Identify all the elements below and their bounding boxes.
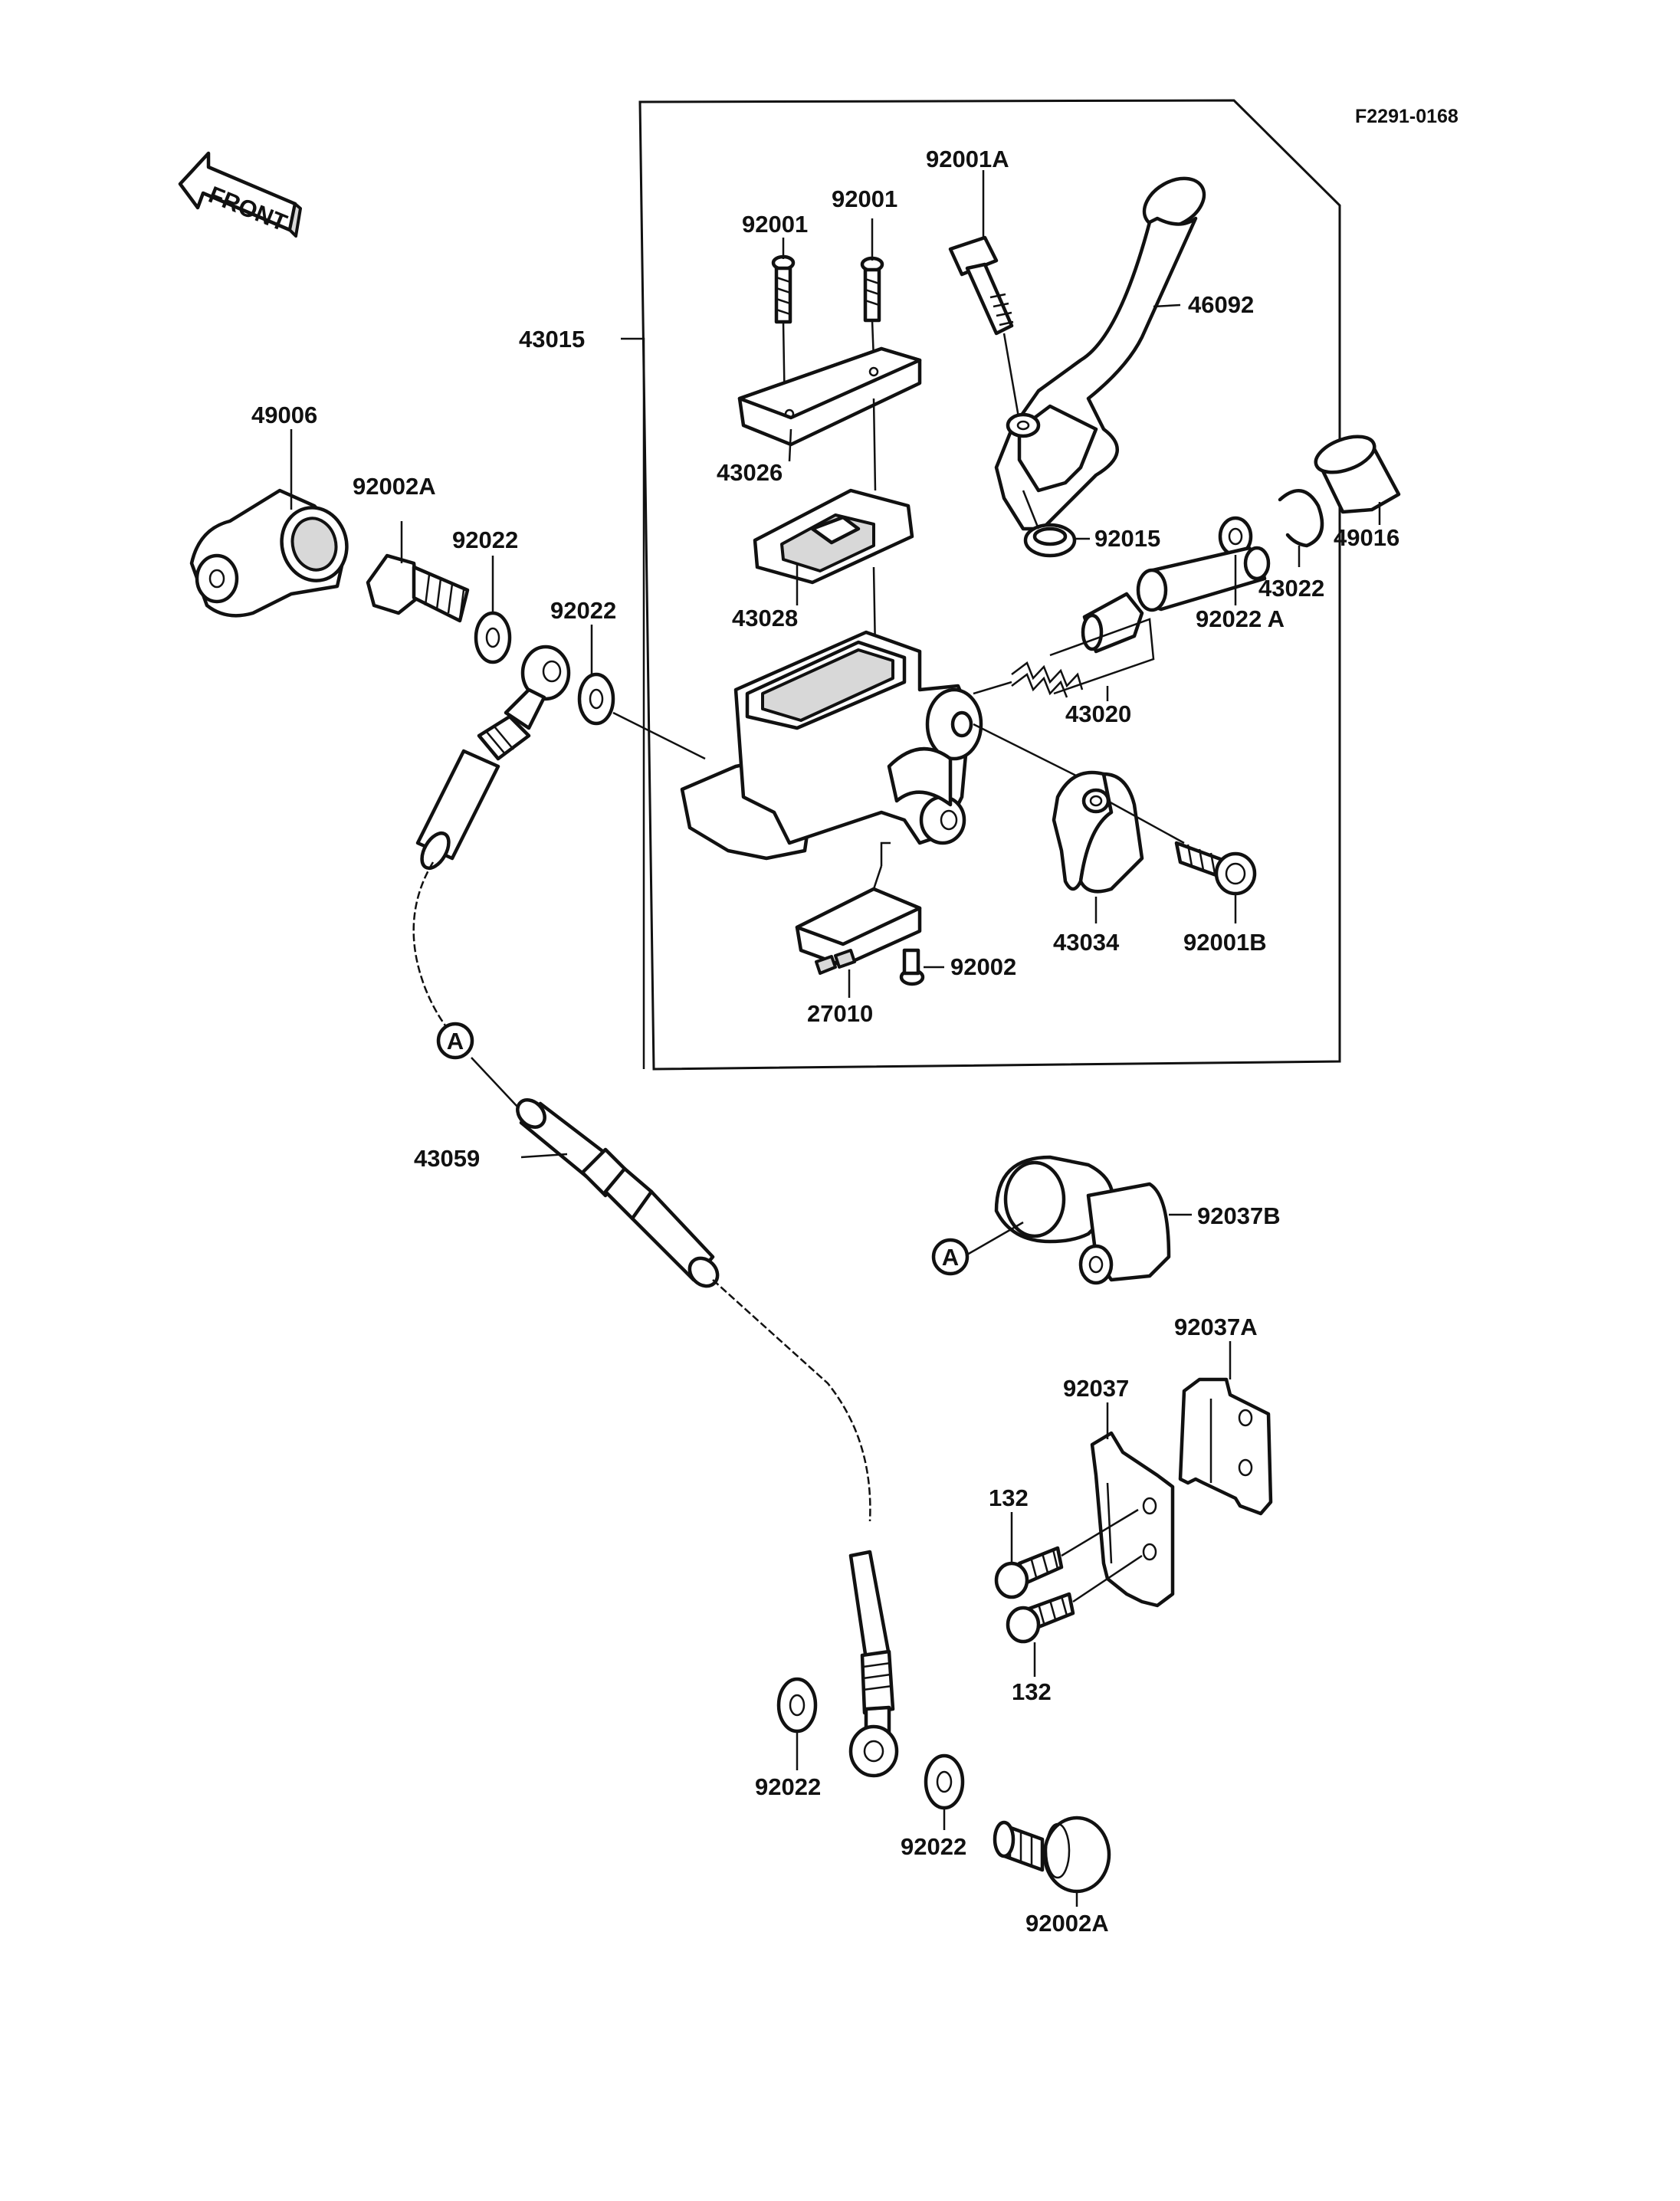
label-92001A: 92001A [926,146,1009,172]
banjo-cover-49006 [189,488,349,618]
label-43059: 43059 [414,1145,480,1172]
brake-hose-upper-fitting [415,645,571,871]
label-92022-bottom-mid: 92022 [901,1833,966,1860]
reservoir-cap-43026 [737,346,922,447]
master-cylinder-body [680,630,983,861]
label-43022: 43022 [1258,575,1324,602]
bolt-92001B [1174,841,1257,896]
label-92002: 92002 [950,953,1016,980]
screw-92001-right [860,256,884,323]
label-43028: 43028 [732,605,798,631]
brake-hose-upper [412,861,468,1051]
dust-boot-49016 [1314,435,1401,514]
screw-92001-left [771,254,796,324]
banjo-bolt-92002A-bottom [993,1816,1111,1894]
circlip-43022 [1278,489,1324,548]
lever-bolt-92001A [948,235,1014,336]
label-92001-left: 92001 [742,211,808,238]
label-43034: 43034 [1053,929,1120,956]
label-92002A-bottom: 92002A [1025,1910,1109,1937]
brake-hose-lower-fitting [848,1550,899,1778]
svg-text:A: A [942,1244,959,1271]
bracket-92037A [1178,1377,1273,1516]
label-92037: 92037 [1063,1375,1129,1402]
label-92001B: 92001B [1183,929,1267,956]
banjo-bolt-92002A-top [366,553,470,623]
label-92022-top: 92022 [452,526,518,553]
label-92001-right: 92001 [832,185,897,212]
label-92002A-top: 92002A [353,473,436,500]
label-92015: 92015 [1094,525,1160,552]
diagram-code: F2291-0168 [1355,106,1459,127]
label-92037B: 92037B [1197,1202,1281,1229]
nut-92015 [1023,523,1077,558]
clamp-43034 [1052,770,1144,894]
bracket-92037 [1090,1431,1175,1608]
label-49016: 49016 [1334,524,1399,551]
brake-hose-lower [712,1279,871,1522]
label-92037A: 92037A [1174,1314,1258,1340]
leader-lines [290,170,1381,1907]
screw-92002 [899,948,925,986]
bolt-132-top [994,1508,1139,1599]
reference-marker-a-right: A [931,1238,970,1276]
brake-lever-46092 [994,176,1206,531]
label-132-top: 132 [989,1484,1029,1511]
front-arrow-icon: FRONT [178,151,302,238]
reference-marker-a-left: A [436,1022,474,1060]
diaphragm-43028 [753,488,914,585]
label-46092: 46092 [1188,291,1254,318]
label-43015: 43015 [519,326,585,353]
svg-text:A: A [447,1028,464,1055]
label-132-bottom: 132 [1012,1678,1052,1705]
washer-92022-top [474,611,512,664]
label-49006: 49006 [251,402,317,428]
assembly-outline [638,99,1341,1071]
label-92022-bottom-left: 92022 [755,1773,821,1800]
switch-27010 [795,887,922,975]
label-43020: 43020 [1065,700,1131,727]
brake-hose-43059 [516,1098,720,1288]
bolt-132-bottom [1006,1554,1143,1644]
washer-92022-bottom-left [776,1677,818,1734]
label-92022-mid: 92022 [550,597,616,624]
washer-92022-mid [577,672,615,726]
label-27010: 27010 [807,1000,873,1027]
washer-92022-bottom-mid [924,1753,965,1810]
label-92022A: 92022 A [1196,605,1285,632]
clamp-92037B [994,1155,1171,1285]
label-43026: 43026 [717,459,783,486]
